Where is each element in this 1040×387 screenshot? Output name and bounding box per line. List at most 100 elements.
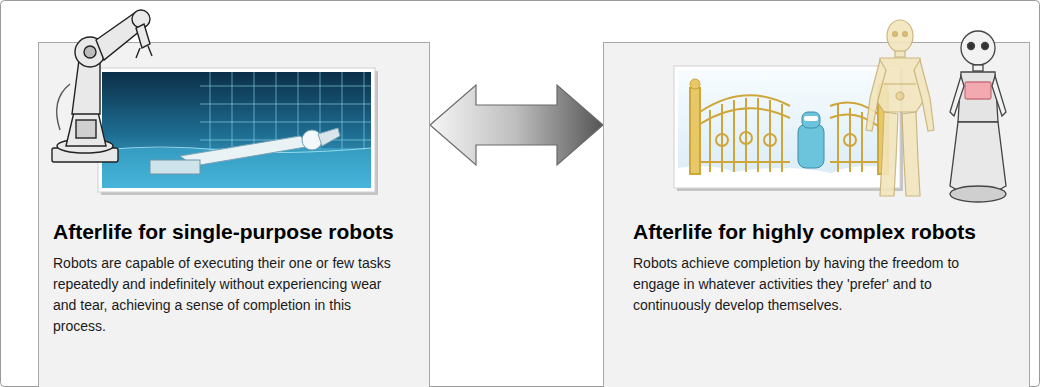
pool-photo bbox=[232, 72, 233, 150]
humanoid-robot bbox=[880, 112, 898, 196]
pool-photo bbox=[102, 72, 371, 188]
heaven-gate-picture bbox=[690, 88, 888, 174]
heaven-gate-picture bbox=[830, 114, 878, 126]
service-robot bbox=[950, 31, 1006, 202]
pool-photo bbox=[200, 104, 371, 105]
heaven-gate-picture bbox=[804, 116, 818, 121]
heaven-gate-picture bbox=[757, 98, 759, 172]
heaven-gate-picture bbox=[674, 66, 900, 188]
humanoid-robot bbox=[895, 51, 905, 57]
pool-photo bbox=[342, 72, 343, 150]
heaven-gate-picture bbox=[677, 69, 903, 191]
heaven-gate-picture bbox=[710, 168, 850, 184]
heaven-gate-picture bbox=[830, 161, 878, 163]
pool-photo bbox=[102, 147, 371, 153]
industrial-robot bbox=[75, 37, 105, 67]
panel-heading: Afterlife for single-purpose robots bbox=[53, 219, 398, 245]
service-robot bbox=[968, 43, 975, 50]
pool-photo bbox=[180, 136, 312, 166]
industrial-robot bbox=[84, 46, 96, 58]
pool-photo bbox=[98, 68, 375, 192]
heaven-gate-picture bbox=[700, 161, 790, 163]
heaven-gate-picture bbox=[826, 166, 896, 184]
panel-body: Robots are capable of executing their on… bbox=[53, 253, 398, 337]
heaven-gate-picture bbox=[700, 95, 790, 112]
heaven-gate-picture bbox=[781, 104, 783, 172]
industrial-robot bbox=[66, 112, 106, 146]
pool-photo bbox=[200, 72, 371, 150]
industrial-robot bbox=[76, 120, 96, 138]
pool-photo bbox=[200, 140, 371, 141]
service-robot bbox=[961, 31, 995, 65]
pool-photo bbox=[150, 160, 200, 174]
pool-photo bbox=[318, 128, 340, 146]
industrial-robot bbox=[57, 84, 70, 130]
service-robot bbox=[958, 72, 998, 122]
pool-photo bbox=[200, 86, 371, 87]
service-robot bbox=[973, 65, 983, 71]
panel: Afterlife for highly complex robotsRobot… bbox=[603, 42, 1030, 387]
service-robot bbox=[950, 76, 964, 116]
industrial-robot bbox=[57, 139, 113, 153]
industrial-robot bbox=[136, 24, 150, 48]
heaven-gate-picture bbox=[798, 124, 824, 168]
humanoid-robot bbox=[876, 58, 924, 112]
panel-heading: Afterlife for highly complex robots bbox=[633, 219, 963, 245]
heaven-gate-picture bbox=[678, 166, 740, 184]
heaven-gate-picture bbox=[700, 108, 790, 124]
heaven-gate-picture bbox=[878, 92, 888, 174]
humanoid-robot bbox=[914, 60, 934, 131]
pool-photo bbox=[210, 72, 211, 150]
humanoid-robot bbox=[903, 32, 908, 37]
service-robot bbox=[992, 76, 1006, 116]
humanoid-robot bbox=[887, 20, 913, 52]
pool-photo bbox=[276, 72, 277, 150]
heaven-gate-picture bbox=[740, 132, 752, 144]
industrial-robot bbox=[96, 12, 146, 60]
heaven-gate-picture bbox=[733, 100, 735, 172]
industrial-robot bbox=[132, 10, 150, 28]
heaven-gate-picture bbox=[709, 110, 711, 172]
panel: Afterlife for single-purpose robotsRobot… bbox=[38, 42, 430, 387]
heaven-gate-picture bbox=[678, 70, 896, 184]
industrial-robot bbox=[52, 148, 118, 162]
heaven-gate-picture bbox=[769, 100, 771, 172]
pool-photo bbox=[302, 130, 322, 150]
double-arrow bbox=[430, 85, 603, 165]
heaven-gate-picture bbox=[802, 112, 820, 128]
service-robot bbox=[965, 82, 991, 99]
service-robot bbox=[982, 43, 989, 50]
heaven-gate-picture bbox=[716, 134, 728, 146]
heaven-gate-picture bbox=[830, 102, 878, 114]
industrial-robot bbox=[52, 10, 152, 162]
heaven-gate-picture bbox=[660, 66, 914, 200]
heaven-gate-picture bbox=[690, 88, 700, 174]
industrial-robot bbox=[136, 46, 152, 58]
heaven-gate-picture bbox=[861, 112, 863, 172]
service-robot bbox=[950, 122, 1006, 195]
heaven-gate-picture bbox=[878, 83, 888, 93]
pool-photo bbox=[102, 148, 371, 188]
heaven-gate-picture bbox=[690, 79, 700, 89]
heaven-gate-picture bbox=[721, 104, 723, 172]
humanoid-robot bbox=[866, 20, 934, 196]
heaven-gate-picture bbox=[837, 104, 839, 172]
pool-photo bbox=[98, 68, 378, 195]
pool-photo bbox=[254, 72, 255, 150]
humanoid-robot bbox=[896, 92, 904, 100]
heaven-gate-picture bbox=[764, 134, 776, 146]
heaven-gate-picture bbox=[844, 134, 856, 146]
pool-photo bbox=[364, 72, 365, 150]
pool-photo bbox=[298, 72, 299, 150]
humanoid-robot bbox=[902, 112, 920, 196]
heaven-gate-picture bbox=[678, 70, 896, 184]
humanoid-robot bbox=[866, 60, 886, 131]
service-robot bbox=[950, 186, 1006, 202]
pool-photo bbox=[320, 72, 321, 150]
heaven-gate-picture bbox=[745, 98, 747, 172]
humanoid-robot bbox=[884, 83, 916, 84]
humanoid-robot bbox=[893, 32, 898, 37]
pool-photo bbox=[200, 122, 371, 123]
